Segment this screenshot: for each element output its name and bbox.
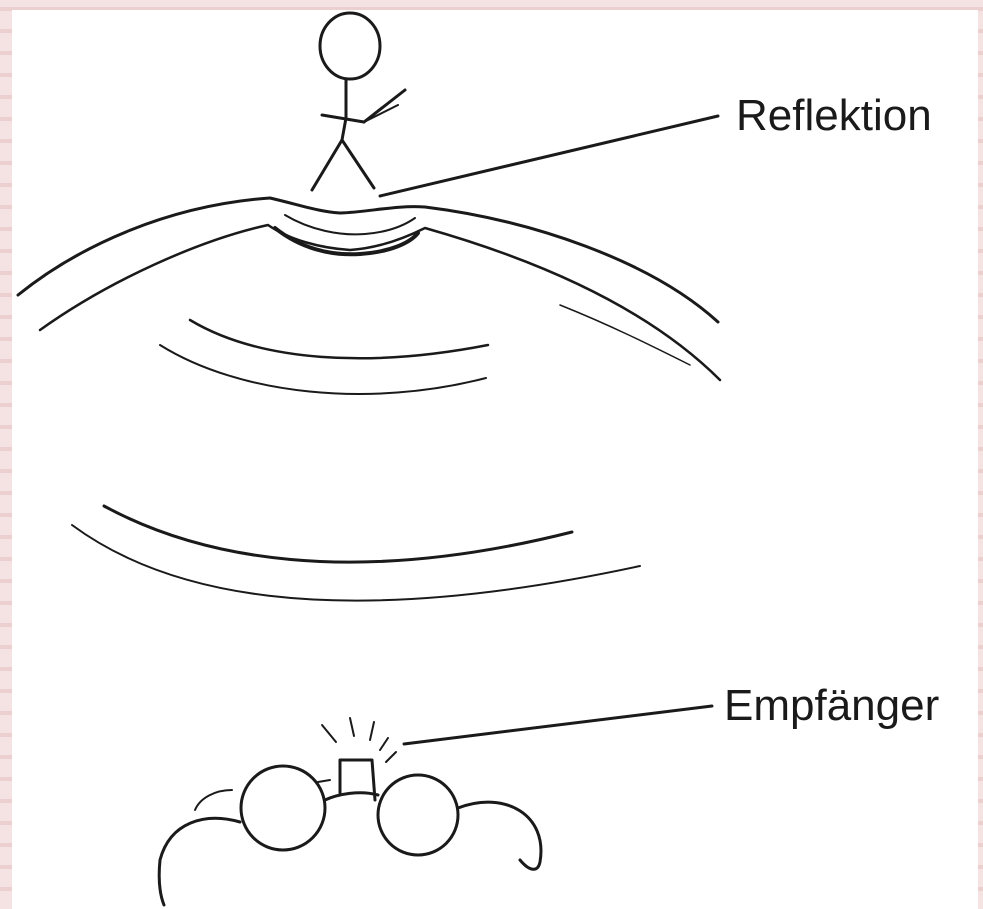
receiver-leader-line bbox=[404, 706, 712, 744]
reflection-leader-line bbox=[380, 116, 718, 196]
receiver-label: Empfänger bbox=[724, 684, 939, 728]
reflection-label: Reflektion bbox=[736, 94, 932, 138]
reflected-waves bbox=[160, 320, 488, 394]
receiver-device-icon bbox=[159, 718, 541, 905]
incident-waves bbox=[72, 506, 640, 601]
stick-figure-icon bbox=[312, 13, 405, 190]
reflecting-surface bbox=[18, 198, 720, 380]
